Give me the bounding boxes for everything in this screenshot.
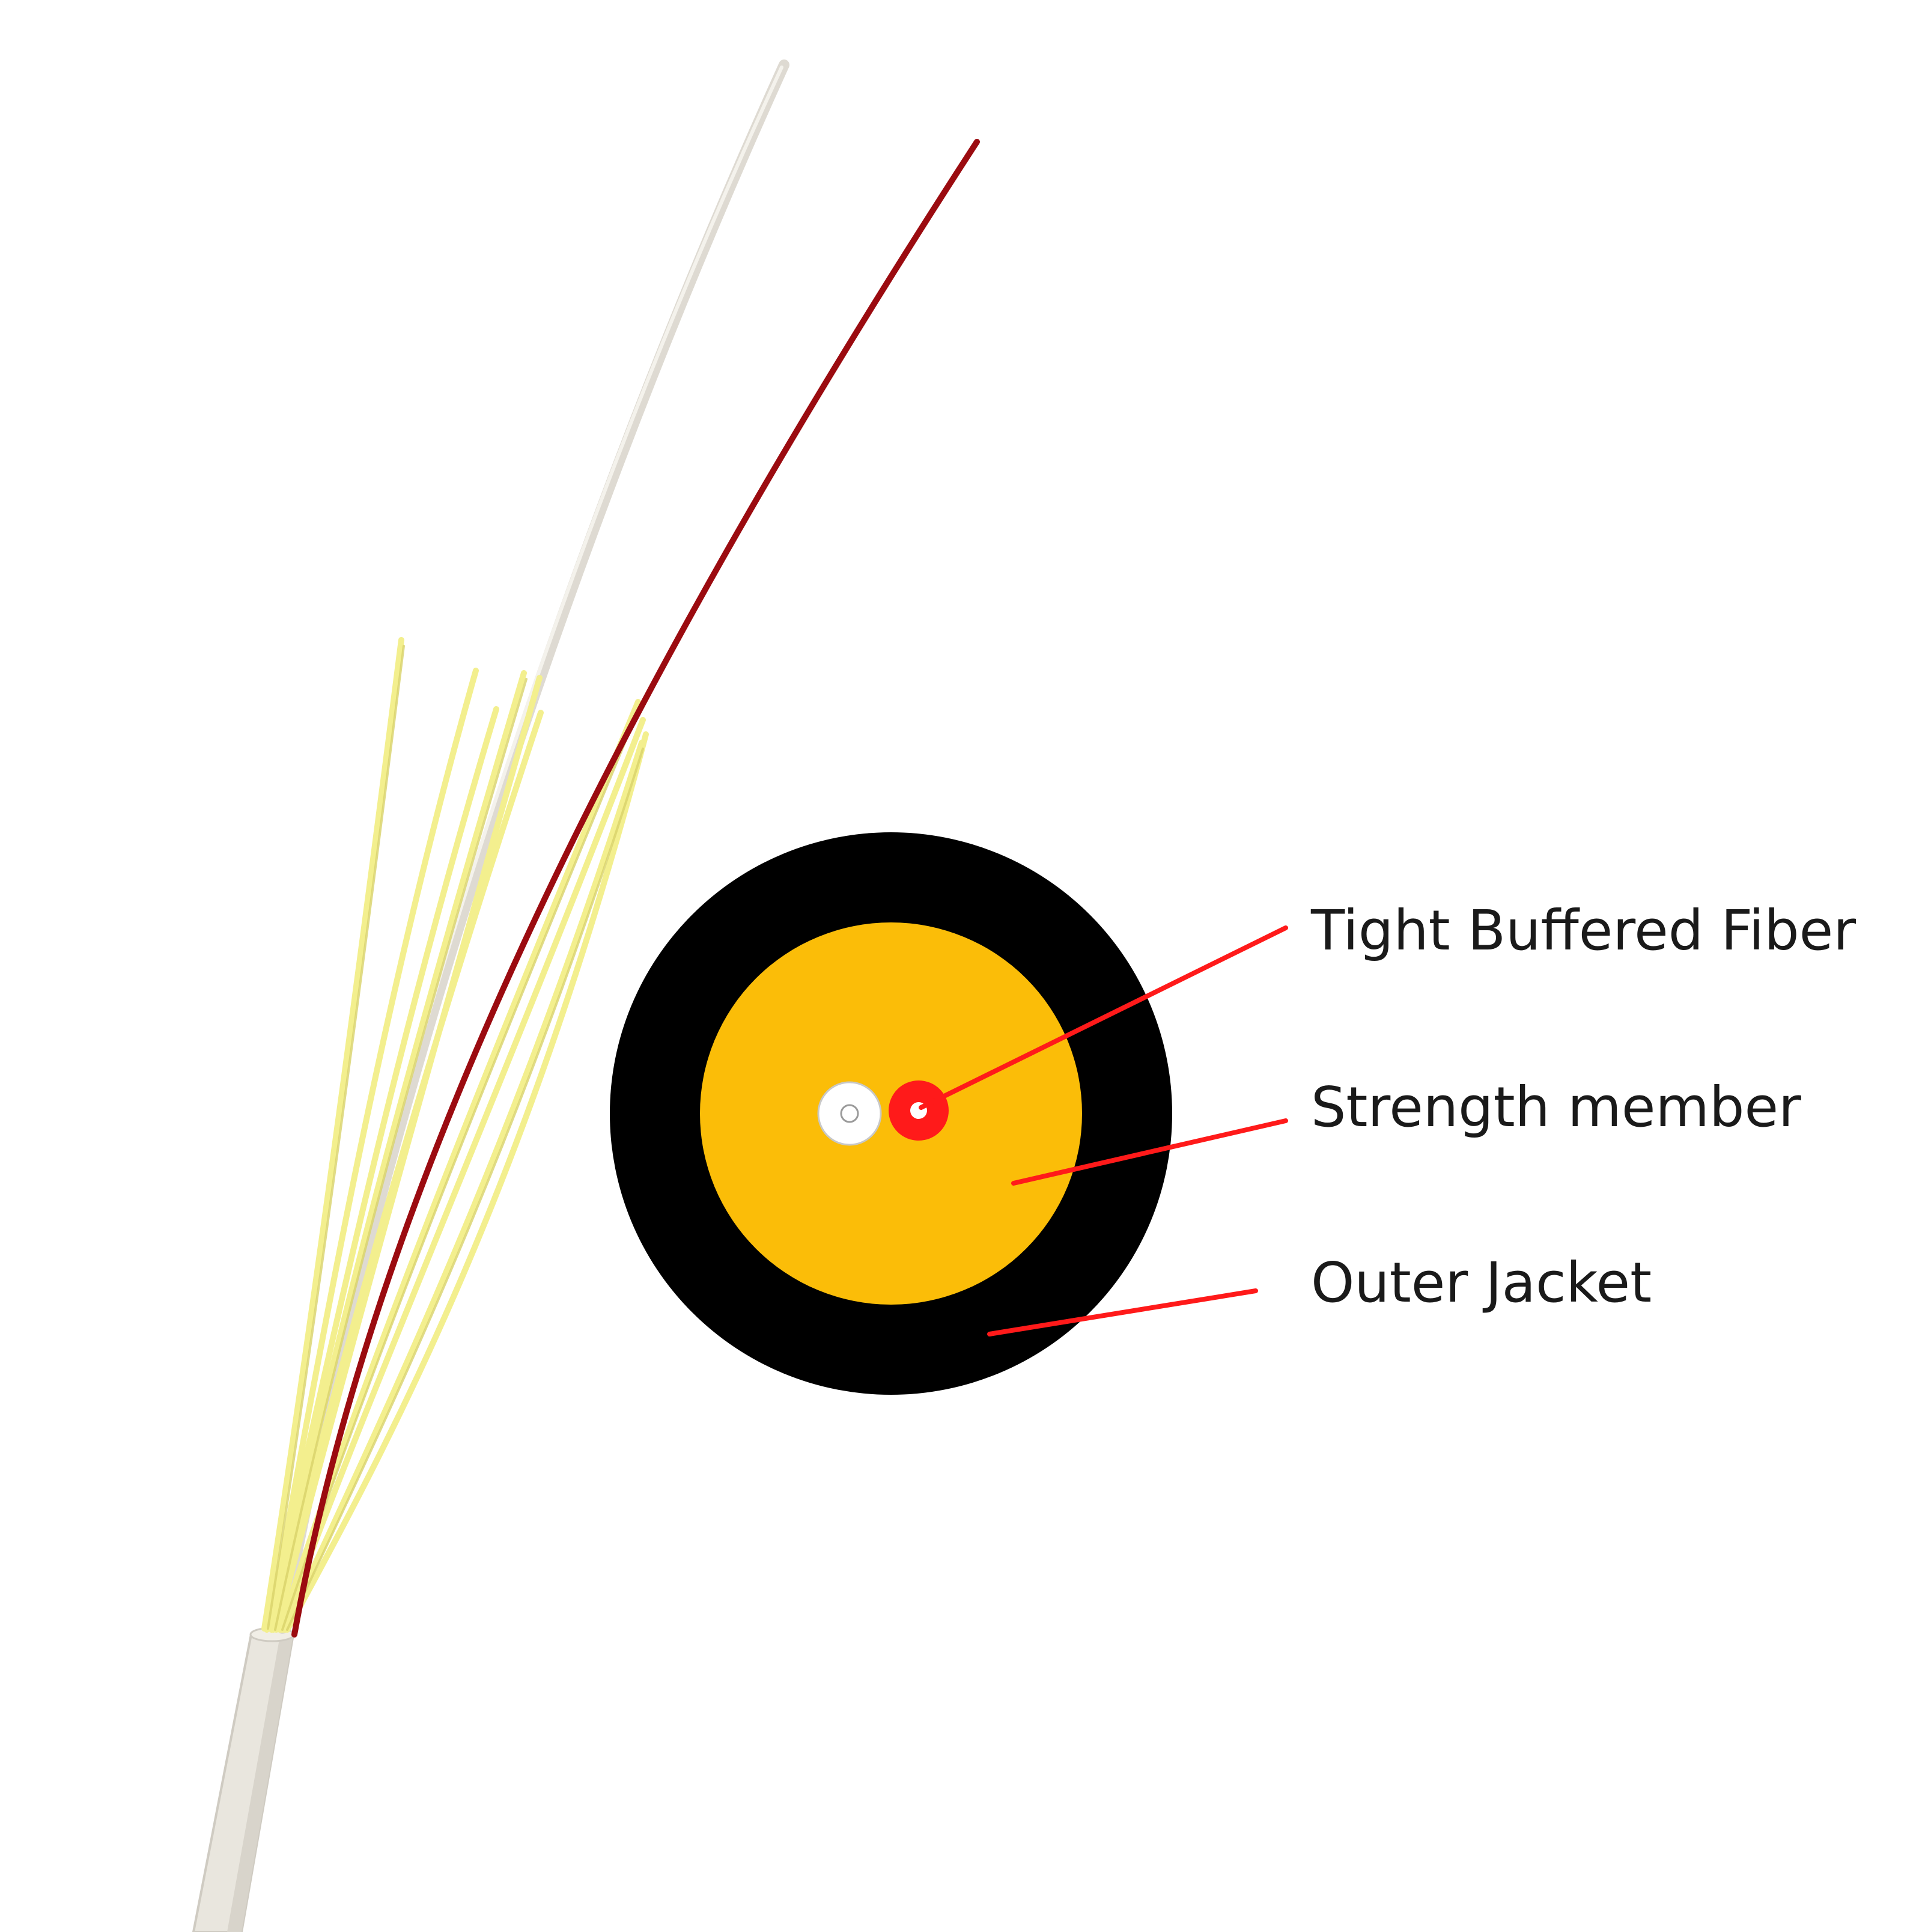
white-fiber (277, 59, 789, 1634)
red-fiber (291, 139, 980, 1638)
cable-sheath-shade (227, 1635, 293, 1932)
leader-lines (919, 925, 1288, 1336)
second-fiber-circle (817, 1081, 882, 1146)
leader-line-tight-buffered-fiber (919, 925, 1288, 1110)
label-tight-buffered-fiber: Tight Buffered Fiber (1310, 898, 1856, 963)
label-outer-jacket: Outer Jacket (1311, 1251, 1652, 1315)
leader-line-outer-jacket (987, 1288, 1258, 1336)
cable-illustration (192, 59, 980, 1932)
second-fiber-core (840, 1104, 859, 1123)
aramid-yarn-shading (267, 645, 644, 1631)
leader-line-strength-member (1011, 1118, 1288, 1186)
cross-section (610, 832, 1172, 1395)
label-strength-member: Strength member (1311, 1075, 1801, 1139)
aramid-yarn-strands (261, 637, 649, 1633)
